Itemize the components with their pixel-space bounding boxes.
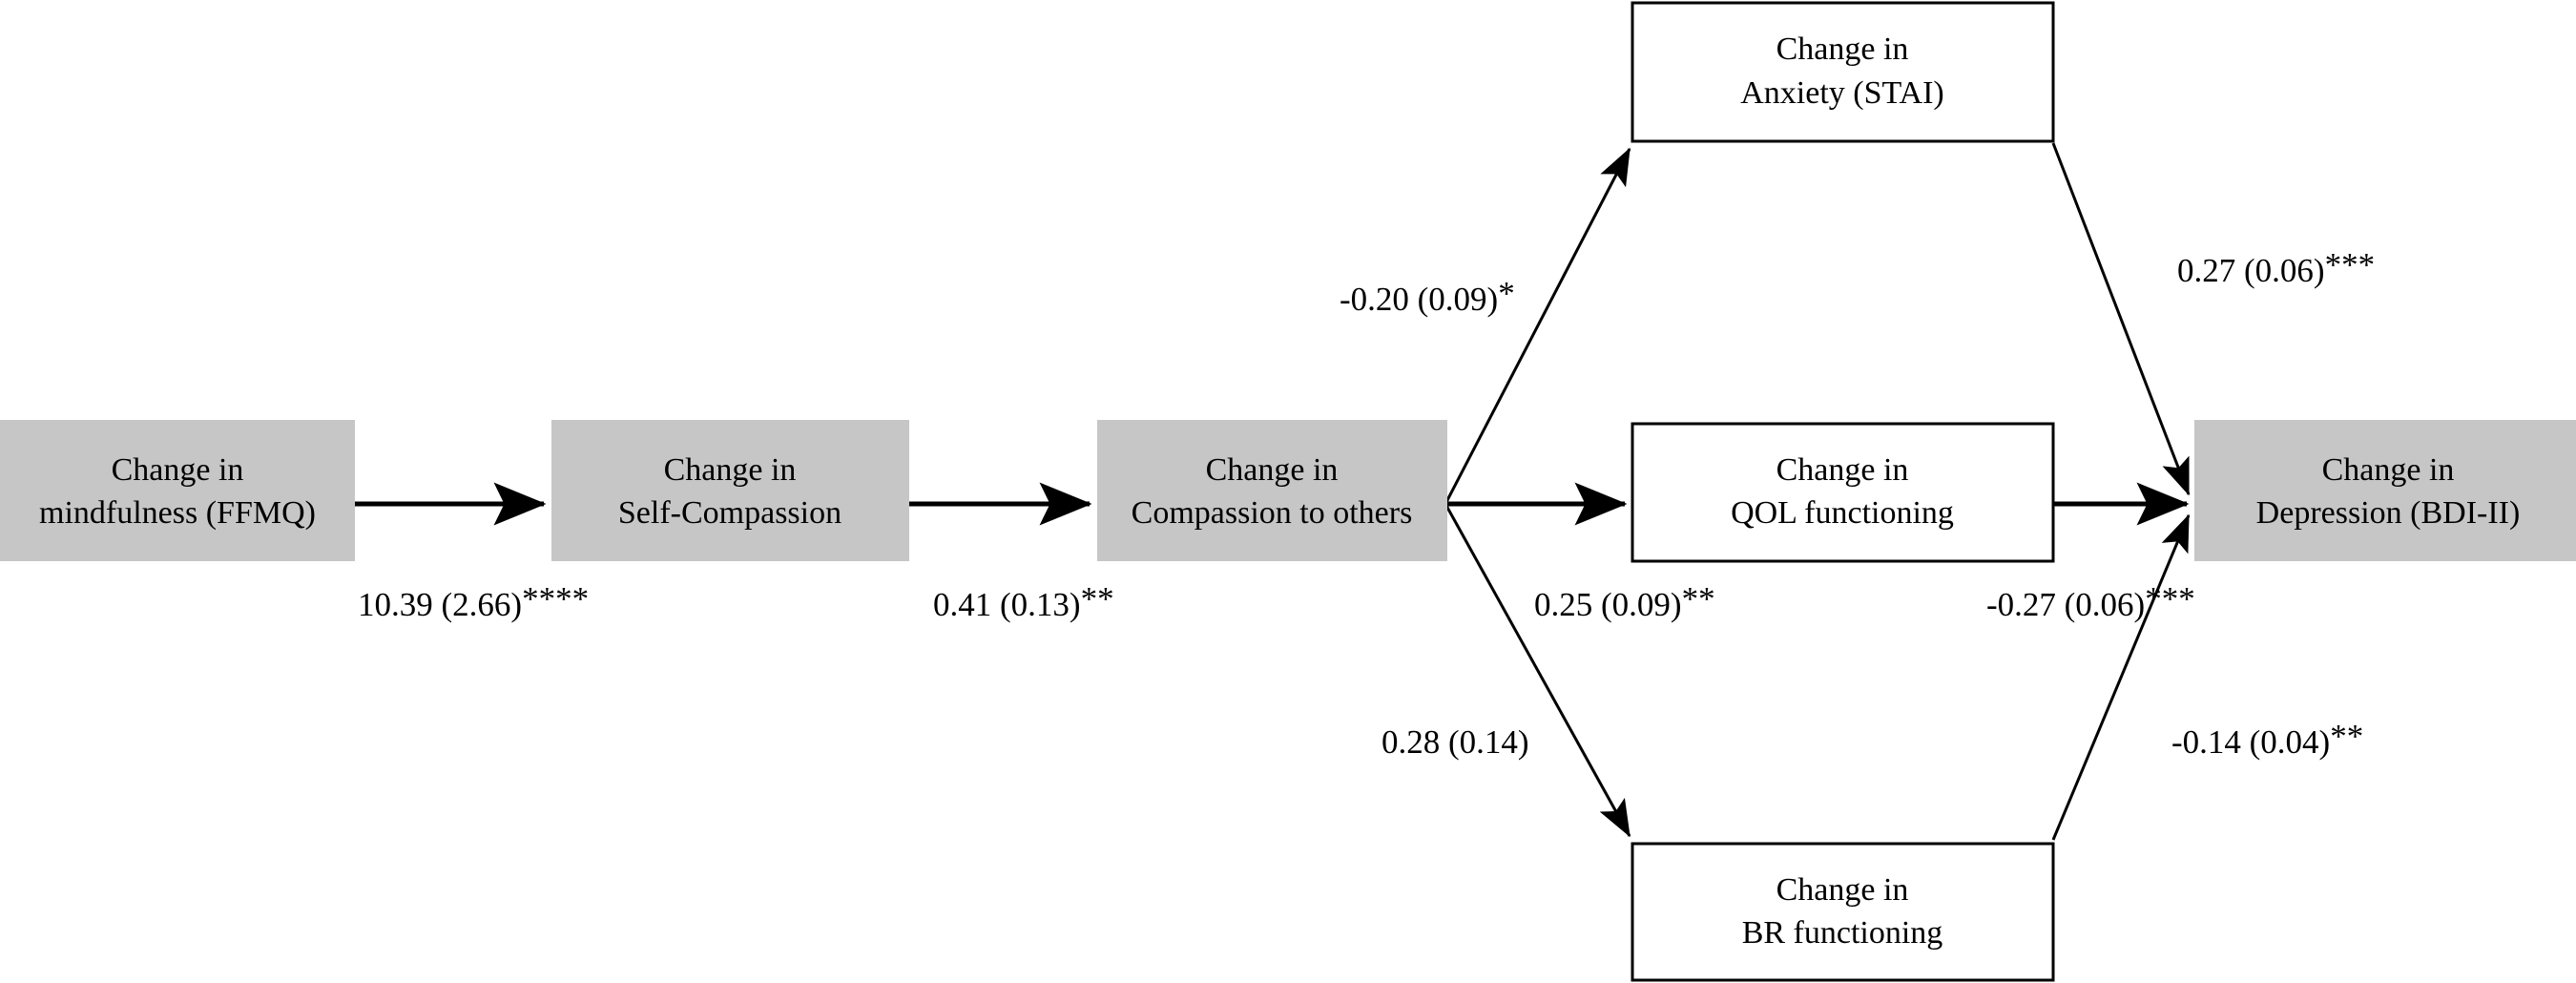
node-compassion-to-others-box <box>1097 420 1447 561</box>
edge-label-compassionothers-to-anxiety-stars: * <box>1498 275 1515 312</box>
node-self-compassion-label-line1: Change in <box>664 452 797 488</box>
edge-label-qol-to-depression-se: (0.06) <box>2064 586 2146 623</box>
node-ffmq-label-line1: Change in <box>112 452 244 488</box>
edge-label-anxiety-to-depression-text: 0.27 <box>2177 252 2236 289</box>
edge-label-qol-to-depression-stars: *** <box>2145 580 2195 617</box>
edge-label-br-to-depression-se: (0.04) <box>2249 723 2331 761</box>
node-depression-label-line2: Depression (BDI-II) <box>2256 495 2521 531</box>
node-anxiety[interactable]: Change in Anxiety (STAI) <box>1631 1 2055 143</box>
node-compassion-to-others-label-line1: Change in <box>1206 452 1339 488</box>
edge-label-selfcompassion-to-compassionothers: 0.41 (0.13)** <box>933 580 1114 624</box>
node-anxiety-label-line2: Anxiety (STAI) <box>1740 75 1944 111</box>
edge-label-compassionothers-to-qol-stars: ** <box>1681 580 1715 617</box>
node-qol-label-line1: Change in <box>1776 452 1909 488</box>
edge-label-br-to-depression-text: -0.14 <box>2171 723 2241 761</box>
node-self-compassion[interactable]: Change in Self-Compassion <box>551 420 909 561</box>
edge-label-br-to-depression-stars: ** <box>2330 718 2364 755</box>
edge-label-ffmq-to-selfcompassion-text: 10.39 <box>358 586 433 623</box>
edge-label-br-to-depression: -0.14 (0.04)** <box>2171 718 2363 762</box>
edge-label-compassionothers-to-br: 0.28 (0.14) <box>1381 718 1529 762</box>
edge-compassionothers-to-anxiety <box>1444 147 1631 505</box>
node-ffmq-box <box>0 420 355 561</box>
edge-label-qol-to-depression-text: -0.27 <box>1986 586 2056 623</box>
node-depression-label-line1: Change in <box>2322 452 2455 488</box>
node-ffmq-label-line2: mindfulness (FFMQ) <box>39 495 316 531</box>
edge-label-selfcompassion-to-compassionothers-stars: ** <box>1080 580 1114 617</box>
node-br-label-line1: Change in <box>1776 872 1909 908</box>
node-self-compassion-label-line2: Self-Compassion <box>618 495 841 531</box>
edge-label-compassionothers-to-br-text: 0.28 <box>1381 723 1441 761</box>
edge-label-qol-to-depression: -0.27 (0.06)*** <box>1986 580 2195 624</box>
edge-label-compassionothers-to-qol: 0.25 (0.09)** <box>1534 580 1715 624</box>
edge-label-ffmq-to-selfcompassion-se: (2.66) <box>441 586 523 623</box>
edge-label-compassionothers-to-qol-text: 0.25 <box>1534 586 1593 623</box>
edge-anxiety-to-depression <box>2051 142 2191 496</box>
node-compassion-to-others[interactable]: Change in Compassion to others <box>1097 420 1447 561</box>
node-self-compassion-box <box>551 420 909 561</box>
edge-label-compassionothers-to-anxiety-se: (0.09) <box>1417 281 1499 318</box>
edge-label-compassionothers-to-qol-se: (0.09) <box>1601 586 1682 623</box>
node-depression-box <box>2194 420 2576 561</box>
node-br[interactable]: Change in BR functioning <box>1631 842 2055 982</box>
node-qol-label-line2: QOL functioning <box>1731 495 1954 531</box>
node-compassion-to-others-label-line2: Compassion to others <box>1132 495 1413 531</box>
edge-label-selfcompassion-to-compassionothers-se: (0.13) <box>1000 586 1081 623</box>
edge-label-ffmq-to-selfcompassion-stars: **** <box>522 580 590 617</box>
edge-compassionothers-to-br <box>1444 503 1631 838</box>
node-depression[interactable]: Change in Depression (BDI-II) <box>2194 420 2576 561</box>
edge-label-selfcompassion-to-compassionothers-text: 0.41 <box>933 586 992 623</box>
edge-label-compassionothers-to-br-se: (0.14) <box>1448 723 1529 761</box>
edge-br-to-depression <box>2051 513 2191 841</box>
node-qol[interactable]: Change in QOL functioning <box>1631 422 2055 563</box>
node-br-label-line2: BR functioning <box>1742 915 1943 951</box>
node-ffmq[interactable]: Change in mindfulness (FFMQ) <box>0 420 355 561</box>
edge-label-compassionothers-to-anxiety-text: -0.20 <box>1340 281 1409 318</box>
node-qol-box <box>1631 422 2055 563</box>
node-br-box <box>1631 842 2055 982</box>
edge-label-anxiety-to-depression: 0.27 (0.06)*** <box>2177 246 2375 290</box>
edge-label-ffmq-to-selfcompassion: 10.39 (2.66)**** <box>358 580 589 624</box>
node-anxiety-label-line1: Change in <box>1776 31 1909 67</box>
edge-label-anxiety-to-depression-stars: *** <box>2324 246 2376 283</box>
edge-label-anxiety-to-depression-se: (0.06) <box>2244 252 2325 289</box>
node-anxiety-box <box>1631 1 2055 143</box>
edge-label-compassionothers-to-anxiety: -0.20 (0.09)* <box>1340 275 1515 319</box>
